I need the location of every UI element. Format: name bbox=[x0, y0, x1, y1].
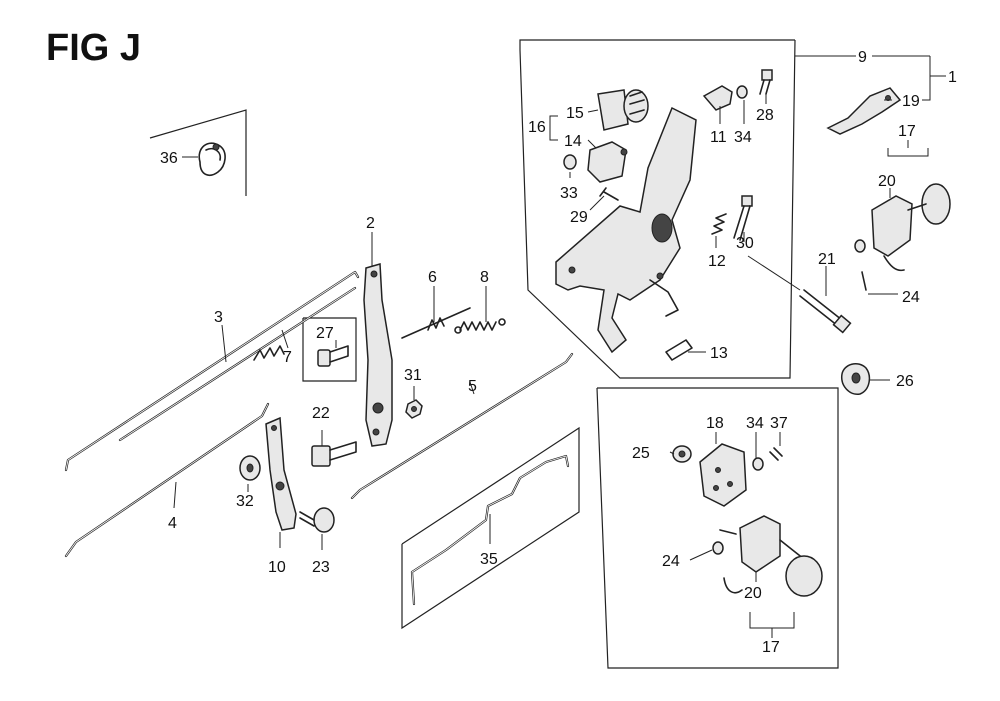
callout-12: 12 bbox=[708, 253, 726, 270]
bolt-27 bbox=[317, 345, 349, 367]
callout-24-upper: 24 bbox=[902, 289, 920, 306]
grommet-26 bbox=[841, 363, 871, 395]
callout-labels: 1 2 3 4 5 6 7 8 9 10 11 12 13 14 15 16 1… bbox=[160, 49, 957, 656]
bolt-frame bbox=[302, 317, 357, 382]
spring-8 bbox=[454, 318, 506, 334]
rod-frame bbox=[401, 426, 580, 630]
callout-19: 19 bbox=[902, 93, 920, 110]
pin-6 bbox=[401, 307, 471, 339]
clip-36 bbox=[198, 142, 226, 176]
bolt-23 bbox=[299, 507, 335, 533]
rod-4 bbox=[64, 402, 270, 558]
bolt-30 bbox=[733, 195, 753, 241]
leader-lines bbox=[173, 55, 946, 638]
callout-9: 9 bbox=[858, 49, 867, 66]
callout-26: 26 bbox=[896, 373, 914, 390]
callout-36: 36 bbox=[160, 150, 178, 167]
washer-25 bbox=[672, 445, 692, 463]
callout-17-upper: 17 bbox=[898, 123, 916, 140]
switch-14 bbox=[587, 141, 628, 183]
lever-2 bbox=[363, 263, 393, 447]
callout-7: 7 bbox=[283, 349, 292, 366]
rod-3 bbox=[64, 270, 360, 472]
callout-10: 10 bbox=[268, 559, 286, 576]
callout-11: 11 bbox=[710, 129, 727, 146]
callout-4: 4 bbox=[168, 515, 177, 532]
callout-22: 22 bbox=[312, 405, 330, 422]
callout-28: 28 bbox=[756, 107, 774, 124]
callout-1: 1 bbox=[948, 69, 957, 86]
rod-7 bbox=[118, 286, 357, 442]
knob-assembly-20-lower bbox=[712, 515, 823, 597]
callout-17-lower: 17 bbox=[762, 639, 780, 656]
callout-15: 15 bbox=[566, 105, 584, 122]
clip-13 bbox=[665, 339, 693, 361]
callout-34-lower: 34 bbox=[746, 415, 764, 432]
figure-title: FIG J bbox=[46, 27, 141, 69]
bolt-21 bbox=[799, 289, 852, 334]
washer-34-lower bbox=[752, 457, 764, 471]
callout-8: 8 bbox=[480, 269, 489, 286]
switch-15 bbox=[597, 89, 649, 131]
callout-21: 21 bbox=[818, 251, 836, 268]
callout-20-upper: 20 bbox=[878, 173, 896, 190]
screw-28 bbox=[759, 69, 773, 95]
choke-knob-frame bbox=[596, 387, 839, 669]
callout-33: 33 bbox=[560, 185, 578, 202]
callout-34-upper: 34 bbox=[734, 129, 752, 146]
control-base-frame bbox=[519, 39, 796, 379]
screw-29 bbox=[599, 187, 619, 201]
screw-37 bbox=[769, 447, 783, 461]
nut-31 bbox=[405, 399, 423, 419]
rod-5 bbox=[350, 352, 574, 500]
bracket-19 bbox=[826, 87, 902, 135]
callout-23: 23 bbox=[312, 559, 330, 576]
washer-32 bbox=[239, 455, 261, 481]
callout-24-lower: 24 bbox=[662, 553, 680, 570]
callout-30: 30 bbox=[736, 235, 754, 252]
washer-34-upper bbox=[736, 85, 748, 99]
callout-29: 29 bbox=[570, 209, 588, 226]
group-frames bbox=[149, 39, 839, 669]
callout-6: 6 bbox=[428, 269, 437, 286]
bracket-11 bbox=[702, 85, 733, 111]
callout-5: 5 bbox=[468, 378, 477, 395]
callout-14: 14 bbox=[564, 133, 582, 150]
callout-35: 35 bbox=[480, 551, 498, 568]
callout-20-lower: 20 bbox=[744, 585, 762, 602]
lever-10 bbox=[265, 416, 297, 531]
spring-12 bbox=[711, 213, 727, 235]
callout-2: 2 bbox=[366, 215, 375, 232]
callout-31: 31 bbox=[404, 367, 422, 384]
bolt-22 bbox=[311, 441, 357, 467]
clip-frame bbox=[149, 109, 247, 196]
washer-33 bbox=[563, 154, 577, 170]
callout-32: 32 bbox=[236, 493, 254, 510]
knob-assembly-20-upper bbox=[854, 183, 951, 291]
callout-13: 13 bbox=[710, 345, 728, 362]
rod-35 bbox=[410, 454, 570, 606]
control-base-9 bbox=[555, 106, 697, 354]
plate-18 bbox=[699, 443, 747, 507]
callout-18: 18 bbox=[706, 415, 724, 432]
callout-16: 16 bbox=[528, 119, 546, 136]
callout-37: 37 bbox=[770, 415, 788, 432]
callout-25: 25 bbox=[632, 445, 650, 462]
callout-3: 3 bbox=[214, 309, 223, 326]
callout-27: 27 bbox=[316, 325, 334, 342]
